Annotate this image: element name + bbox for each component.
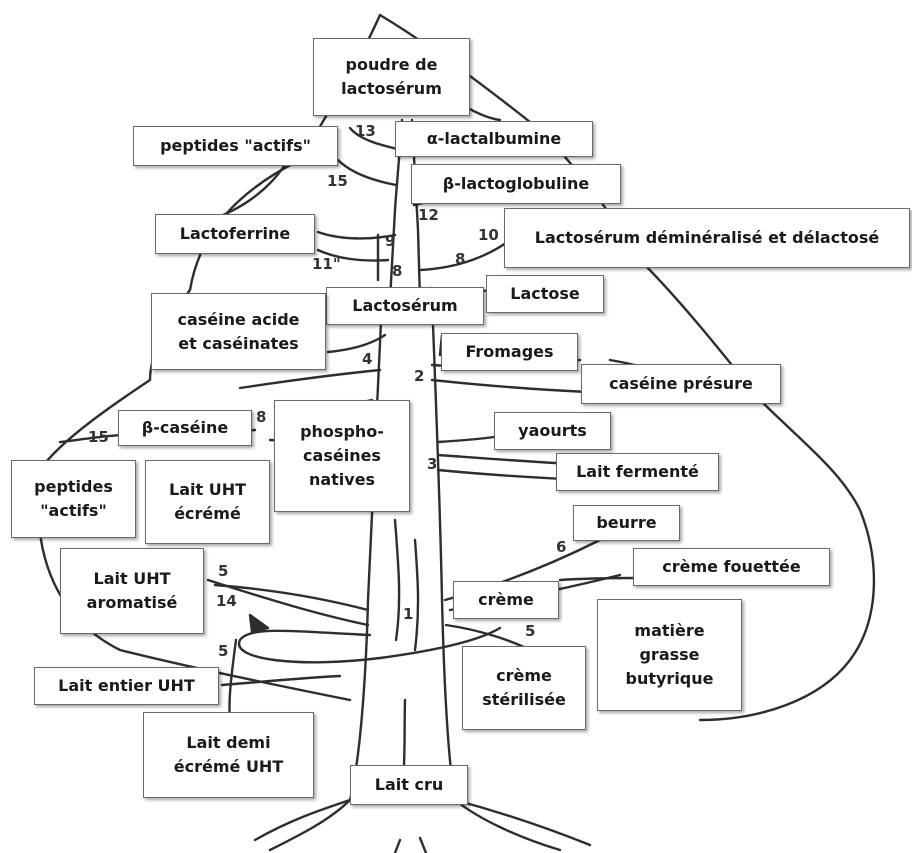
label-lait-demi-ecreme: Lait demi écrémé UHT <box>143 712 314 798</box>
label-peptides-actifs-bottom: peptides "actifs" <box>11 460 136 538</box>
root-mid <box>395 838 426 853</box>
branch-number: 2 <box>414 367 424 385</box>
branch-number: 12 <box>418 206 439 224</box>
label-lait-entier-uht: Lait entier UHT <box>34 667 219 705</box>
branch-number: 11" <box>312 255 341 273</box>
label-creme-fouettee: crème fouettée <box>633 548 830 586</box>
label-lactose: Lactose <box>486 275 604 313</box>
label-matiere-grasse: matière grasse butyrique <box>597 599 742 711</box>
label-lactoserum: Lactosérum <box>326 287 484 325</box>
label-yaourts: yaourts <box>494 412 611 450</box>
label-lactoferrine: Lactoferrine <box>155 214 315 254</box>
label-caseine-presure: caséine présure <box>581 364 781 404</box>
label-lait-cru: Lait cru <box>350 765 468 805</box>
branch-number: 10 <box>478 226 499 244</box>
label-creme: crème <box>453 581 559 619</box>
trunk-crack-1 <box>395 520 399 640</box>
label-caseine-acide: caséine acide et caséinates <box>151 293 326 370</box>
branch-number: 4 <box>362 350 372 368</box>
branch-number: 9 <box>385 232 395 250</box>
label-beurre: beurre <box>573 505 680 541</box>
trunk-crack-2 <box>415 540 418 650</box>
branch-number: 6 <box>556 538 566 556</box>
label-lait-uht-aromatise: Lait UHT aromatisé <box>60 548 204 634</box>
branch-number: 8 <box>256 408 266 426</box>
label-fromages: Fromages <box>441 333 578 371</box>
branch-number: 15 <box>88 428 109 446</box>
branch-number: 13 <box>355 122 376 140</box>
label-alpha-lactalbumine: α-lactalbumine <box>395 121 593 157</box>
label-lait-fermente: Lait fermenté <box>556 453 719 491</box>
label-creme-sterilisee: crème stérilisée <box>462 646 586 730</box>
branch-4b <box>240 370 380 388</box>
label-lactoserum-demineralise: Lactosérum déminéralisé et délactosé <box>504 208 910 268</box>
label-peptides-actifs-top: peptides "actifs" <box>133 126 338 166</box>
branch-14-ellipse <box>239 628 500 662</box>
label-poudre-lactoserum: poudre de lactosérum <box>313 38 470 116</box>
branch-number: 1 <box>403 605 413 623</box>
twig-a <box>210 160 288 220</box>
branch-number: 5 <box>218 642 228 660</box>
branch-number: 5 <box>525 622 535 640</box>
branch-number: 15 <box>327 172 348 190</box>
root-right <box>455 800 590 845</box>
branch-5c <box>229 640 236 720</box>
branch-number: 5 <box>218 562 228 580</box>
label-phospho-caseines: phospho- caséines natives <box>274 400 410 512</box>
branch-lactoferrine <box>318 232 395 238</box>
branch-number: 8 <box>392 262 402 280</box>
branch-number: 3 <box>427 455 437 473</box>
branch-2b <box>432 380 590 392</box>
label-lait-uht-ecreme: Lait UHT écrémé <box>145 460 270 544</box>
arrow-head <box>250 615 268 632</box>
label-beta-lactoglobuline: β-lactoglobuline <box>411 164 621 204</box>
branch-number: 14 <box>216 592 237 610</box>
branch-4 <box>328 335 385 352</box>
label-beta-caseine: β-caséine <box>118 410 252 446</box>
branch-number: 8 <box>455 250 465 268</box>
branch-yaourts <box>438 436 500 442</box>
